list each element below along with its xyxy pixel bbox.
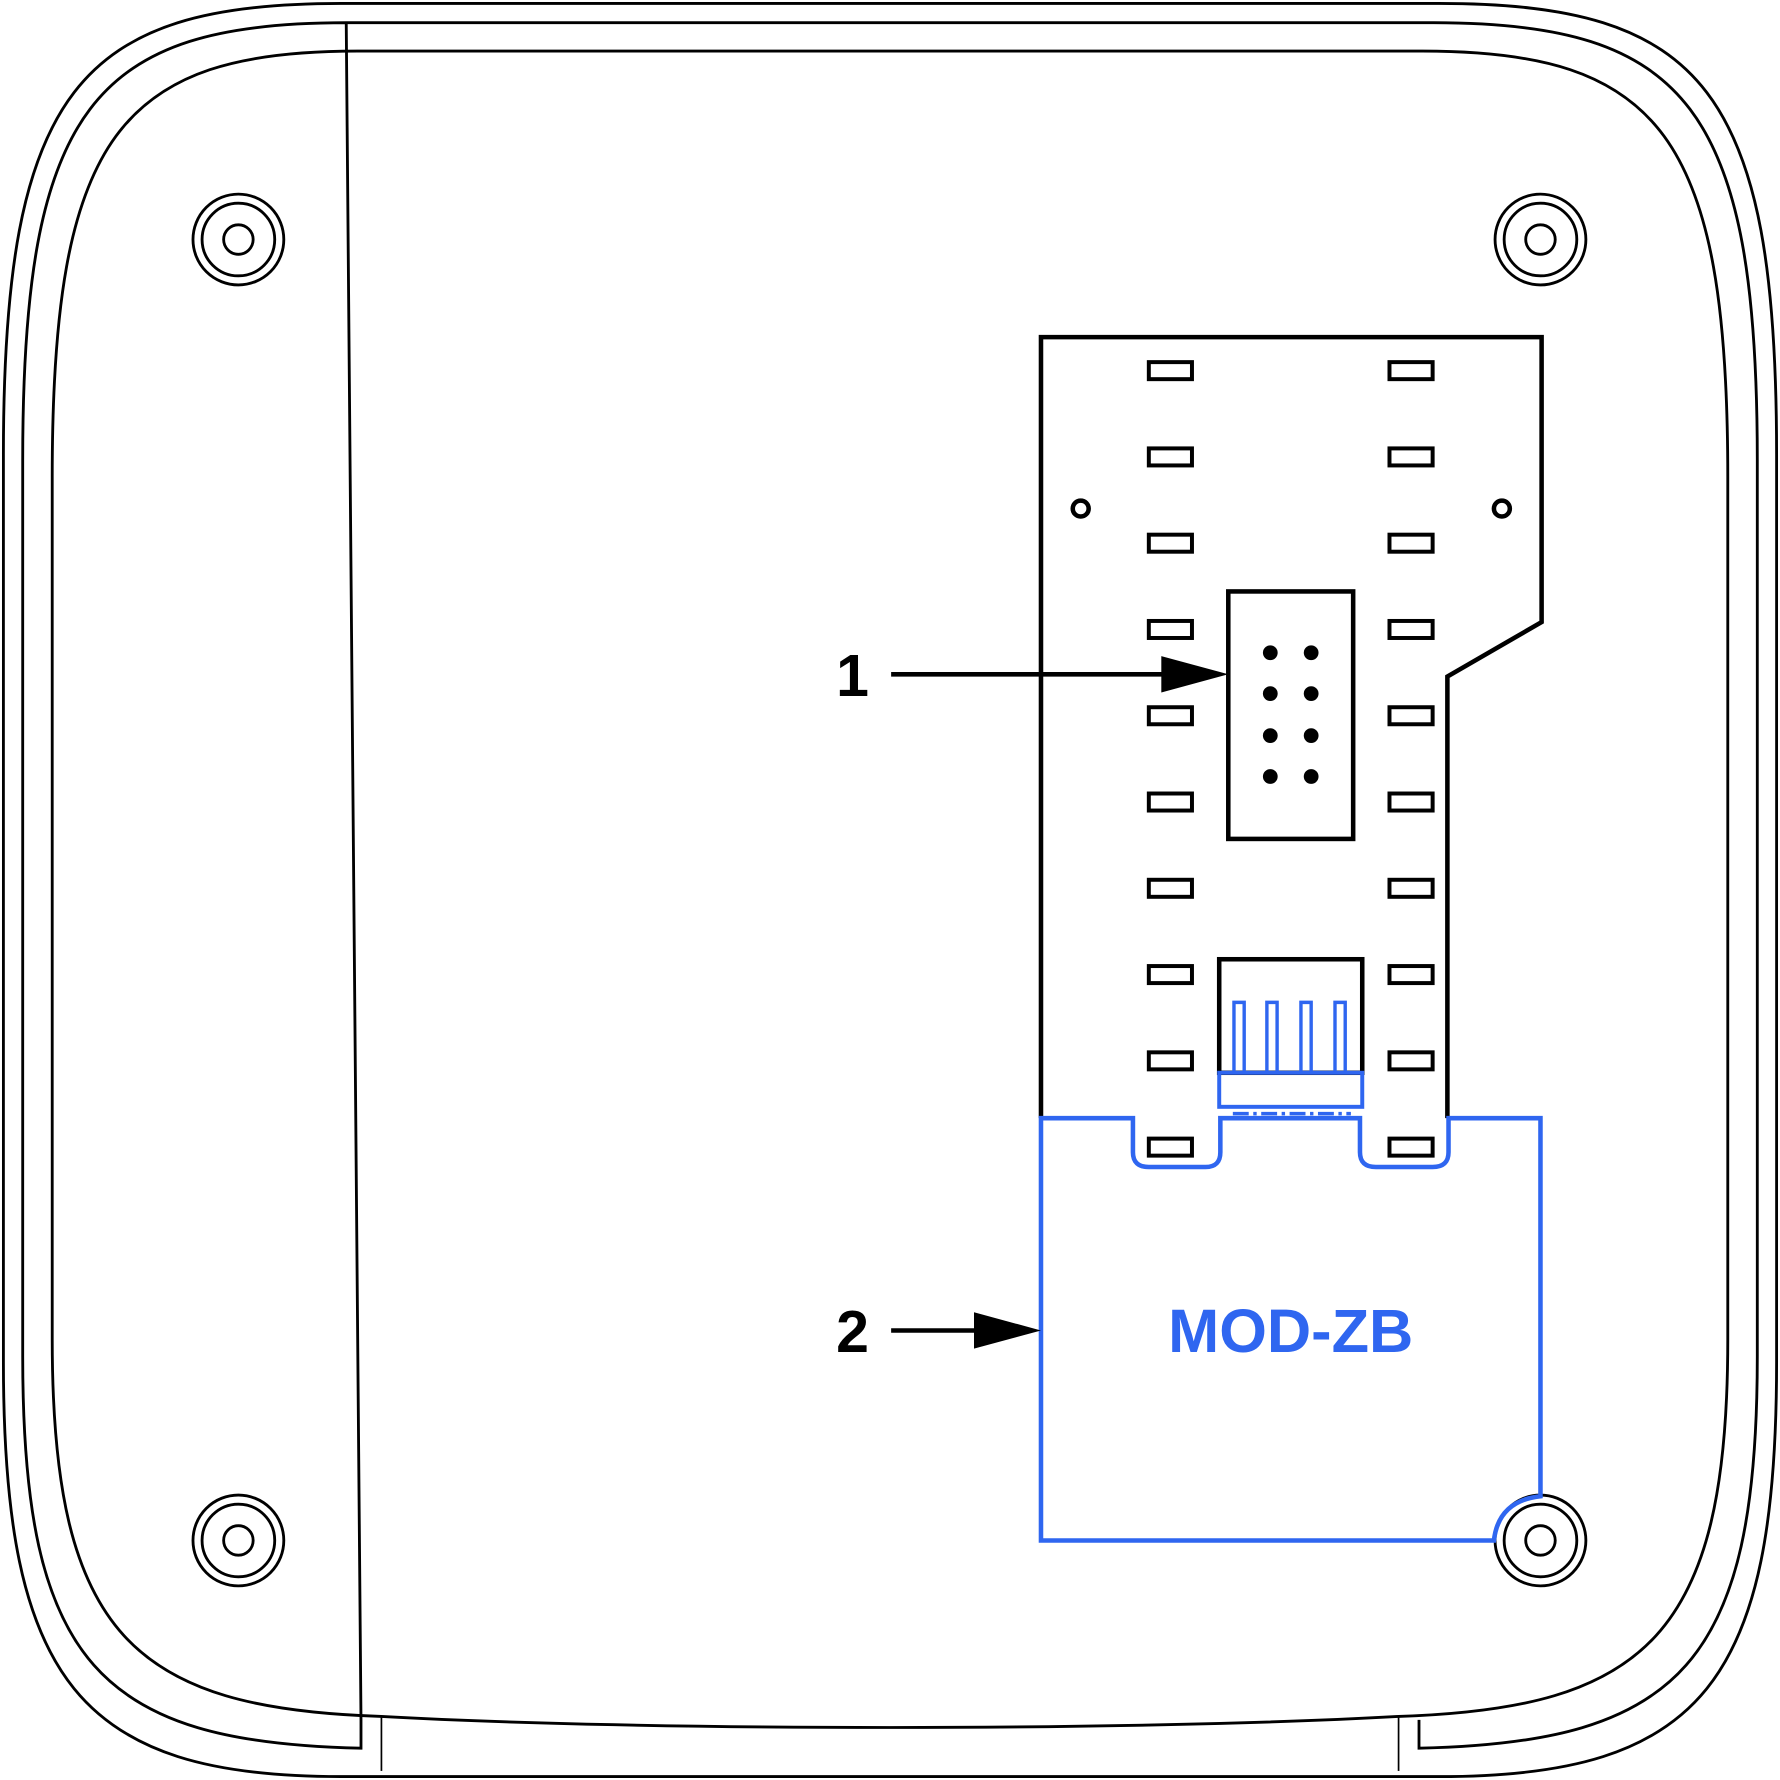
header-pin <box>1303 728 1319 743</box>
board-pad <box>1387 1136 1435 1158</box>
housing-middle-edge <box>21 21 1759 1750</box>
board-outline <box>1038 334 1544 1119</box>
screw-center <box>1524 1524 1557 1557</box>
screw-hole <box>191 192 286 287</box>
screw-ring-inner <box>200 201 277 278</box>
screw-ring-outer <box>1493 192 1588 287</box>
pin-header-pins <box>1262 645 1319 784</box>
mounting-hole <box>1070 498 1091 519</box>
header-pin <box>1303 769 1319 784</box>
board-pad <box>1146 446 1194 468</box>
board-pad <box>1387 618 1435 640</box>
screw-center <box>1524 223 1557 256</box>
header-pin <box>1262 728 1278 743</box>
board-pad <box>1146 877 1194 899</box>
screw-ring-outer <box>191 192 286 287</box>
arrow-head-icon <box>1161 656 1229 693</box>
pin-header-connector <box>1226 589 1356 842</box>
board-pad <box>1146 532 1194 554</box>
board-pad <box>1146 791 1194 813</box>
module-contacts <box>1232 1000 1347 1073</box>
callout-number-2: 2 <box>836 1299 869 1365</box>
callout-1: 1 <box>836 643 1229 709</box>
screw-ring-inner <box>200 1502 277 1579</box>
board-pad <box>1146 618 1194 640</box>
board-pad <box>1387 964 1435 986</box>
header-pin <box>1262 686 1278 701</box>
screw-holes <box>191 192 1588 1588</box>
board-pad <box>1146 964 1194 986</box>
board-pad <box>1387 532 1435 554</box>
module-socket <box>1216 956 1365 1076</box>
board-pad <box>1387 360 1435 382</box>
screw-ring-inner <box>1502 1502 1579 1579</box>
callout-number-1: 1 <box>836 643 869 709</box>
module-outline <box>1038 1115 1543 1543</box>
module-contact <box>1232 1000 1246 1073</box>
main-board <box>1038 334 1544 1158</box>
board-pad <box>1146 1136 1194 1158</box>
header-pin <box>1262 645 1278 661</box>
screw-hole <box>191 1493 286 1588</box>
module-contact <box>1265 1000 1279 1073</box>
screw-ring-outer <box>191 1493 286 1588</box>
header-pin <box>1262 769 1278 784</box>
module-mod-zb: MOD-ZB <box>1038 1000 1543 1543</box>
module-contact <box>1299 1000 1313 1073</box>
header-pin <box>1303 645 1319 661</box>
board-pad <box>1146 705 1194 727</box>
callout-2: 2 <box>836 1299 1041 1365</box>
board-pads <box>1146 360 1435 1158</box>
board-pad <box>1146 360 1194 382</box>
board-pad <box>1387 446 1435 468</box>
screw-center <box>222 1524 255 1557</box>
module-contact <box>1333 1000 1347 1073</box>
screw-center <box>222 223 255 256</box>
arrow-head-icon <box>974 1312 1041 1349</box>
board-pad <box>1387 1050 1435 1072</box>
board-pad <box>1387 791 1435 813</box>
screw-ring-inner <box>1502 201 1579 278</box>
module-connector-edge <box>1217 1070 1365 1109</box>
screw-hole <box>1493 192 1588 287</box>
board-pad <box>1146 1050 1194 1072</box>
mounting-hole <box>1491 498 1513 519</box>
board-pad <box>1387 877 1435 899</box>
housing-inner-edge <box>50 49 1730 1729</box>
module-label: MOD-ZB <box>1168 1297 1413 1365</box>
header-pin <box>1303 686 1319 701</box>
board-pad <box>1387 705 1435 727</box>
